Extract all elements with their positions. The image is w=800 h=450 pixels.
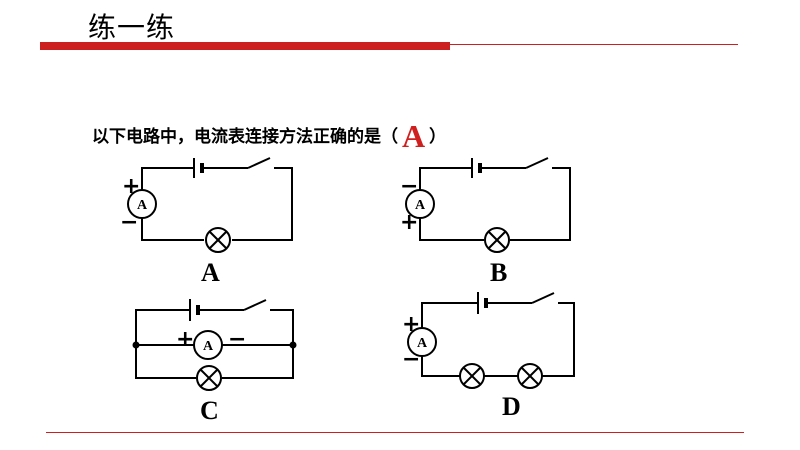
- wire: [141, 218, 204, 241]
- question-text: 以下电路中，电流表连接方法正确的是（A）: [92, 118, 446, 155]
- wire: [232, 167, 293, 241]
- circuit-a: A + −: [120, 157, 293, 253]
- ammeter-icon: A: [127, 189, 157, 219]
- wire: [542, 302, 575, 377]
- ammeter-symbol: A: [417, 336, 428, 351]
- circuit-c: A + −: [132, 299, 297, 391]
- ammeter-top-sign: +: [402, 312, 420, 337]
- ammeter-bottom-sign: −: [120, 210, 138, 235]
- question-prompt: 以下电路中，电流表连接方法正确的是（: [92, 127, 398, 147]
- bottom-rule: [46, 432, 744, 433]
- wire: [270, 309, 294, 345]
- lamp-icon: [196, 365, 222, 391]
- slide-title: 练一练: [88, 11, 176, 44]
- lamp-icon: [205, 227, 231, 253]
- ammeter-symbol: A: [137, 198, 148, 213]
- circuit-d: A + −: [402, 292, 575, 389]
- switch-blade: [243, 299, 267, 311]
- ammeter-top-sign: +: [122, 174, 140, 199]
- ammeter-icon: A: [407, 327, 437, 357]
- option-label-a: A: [201, 258, 220, 287]
- junction-node: [289, 341, 297, 349]
- option-label-c: C: [200, 396, 219, 425]
- wire: [419, 167, 472, 190]
- ammeter-icon: A: [405, 189, 435, 219]
- switch-blade: [531, 292, 555, 304]
- lamp-icon: [484, 227, 510, 253]
- question-close-paren: ）: [429, 127, 447, 147]
- lamp-icon: [459, 363, 485, 389]
- wire: [141, 167, 194, 190]
- circuit-b: A − +: [400, 157, 571, 253]
- wire: [419, 218, 484, 241]
- title-underline-rule: [450, 44, 738, 45]
- switch-blade: [525, 157, 549, 169]
- option-label-d: D: [502, 392, 521, 421]
- wire: [135, 345, 196, 379]
- wire: [421, 302, 478, 328]
- lamp-icon: [517, 363, 543, 389]
- wire: [421, 356, 460, 377]
- wire: [135, 309, 190, 345]
- switch-blade: [247, 157, 271, 169]
- junction-node: [132, 341, 140, 349]
- ammeter-left-sign: +: [176, 327, 194, 352]
- wire: [510, 167, 571, 241]
- answer-letter: A: [402, 118, 426, 154]
- option-label-b: B: [490, 258, 508, 287]
- ammeter-bottom-sign: −: [402, 347, 420, 372]
- title-underline-bar: [40, 42, 450, 50]
- ammeter-top-sign: −: [400, 174, 418, 199]
- wire: [222, 345, 294, 379]
- ammeter-bottom-sign: +: [400, 210, 418, 235]
- ammeter-symbol: A: [203, 339, 214, 354]
- ammeter-icon: A: [193, 330, 223, 360]
- ammeter-symbol: A: [415, 198, 426, 213]
- ammeter-right-sign: −: [228, 327, 246, 352]
